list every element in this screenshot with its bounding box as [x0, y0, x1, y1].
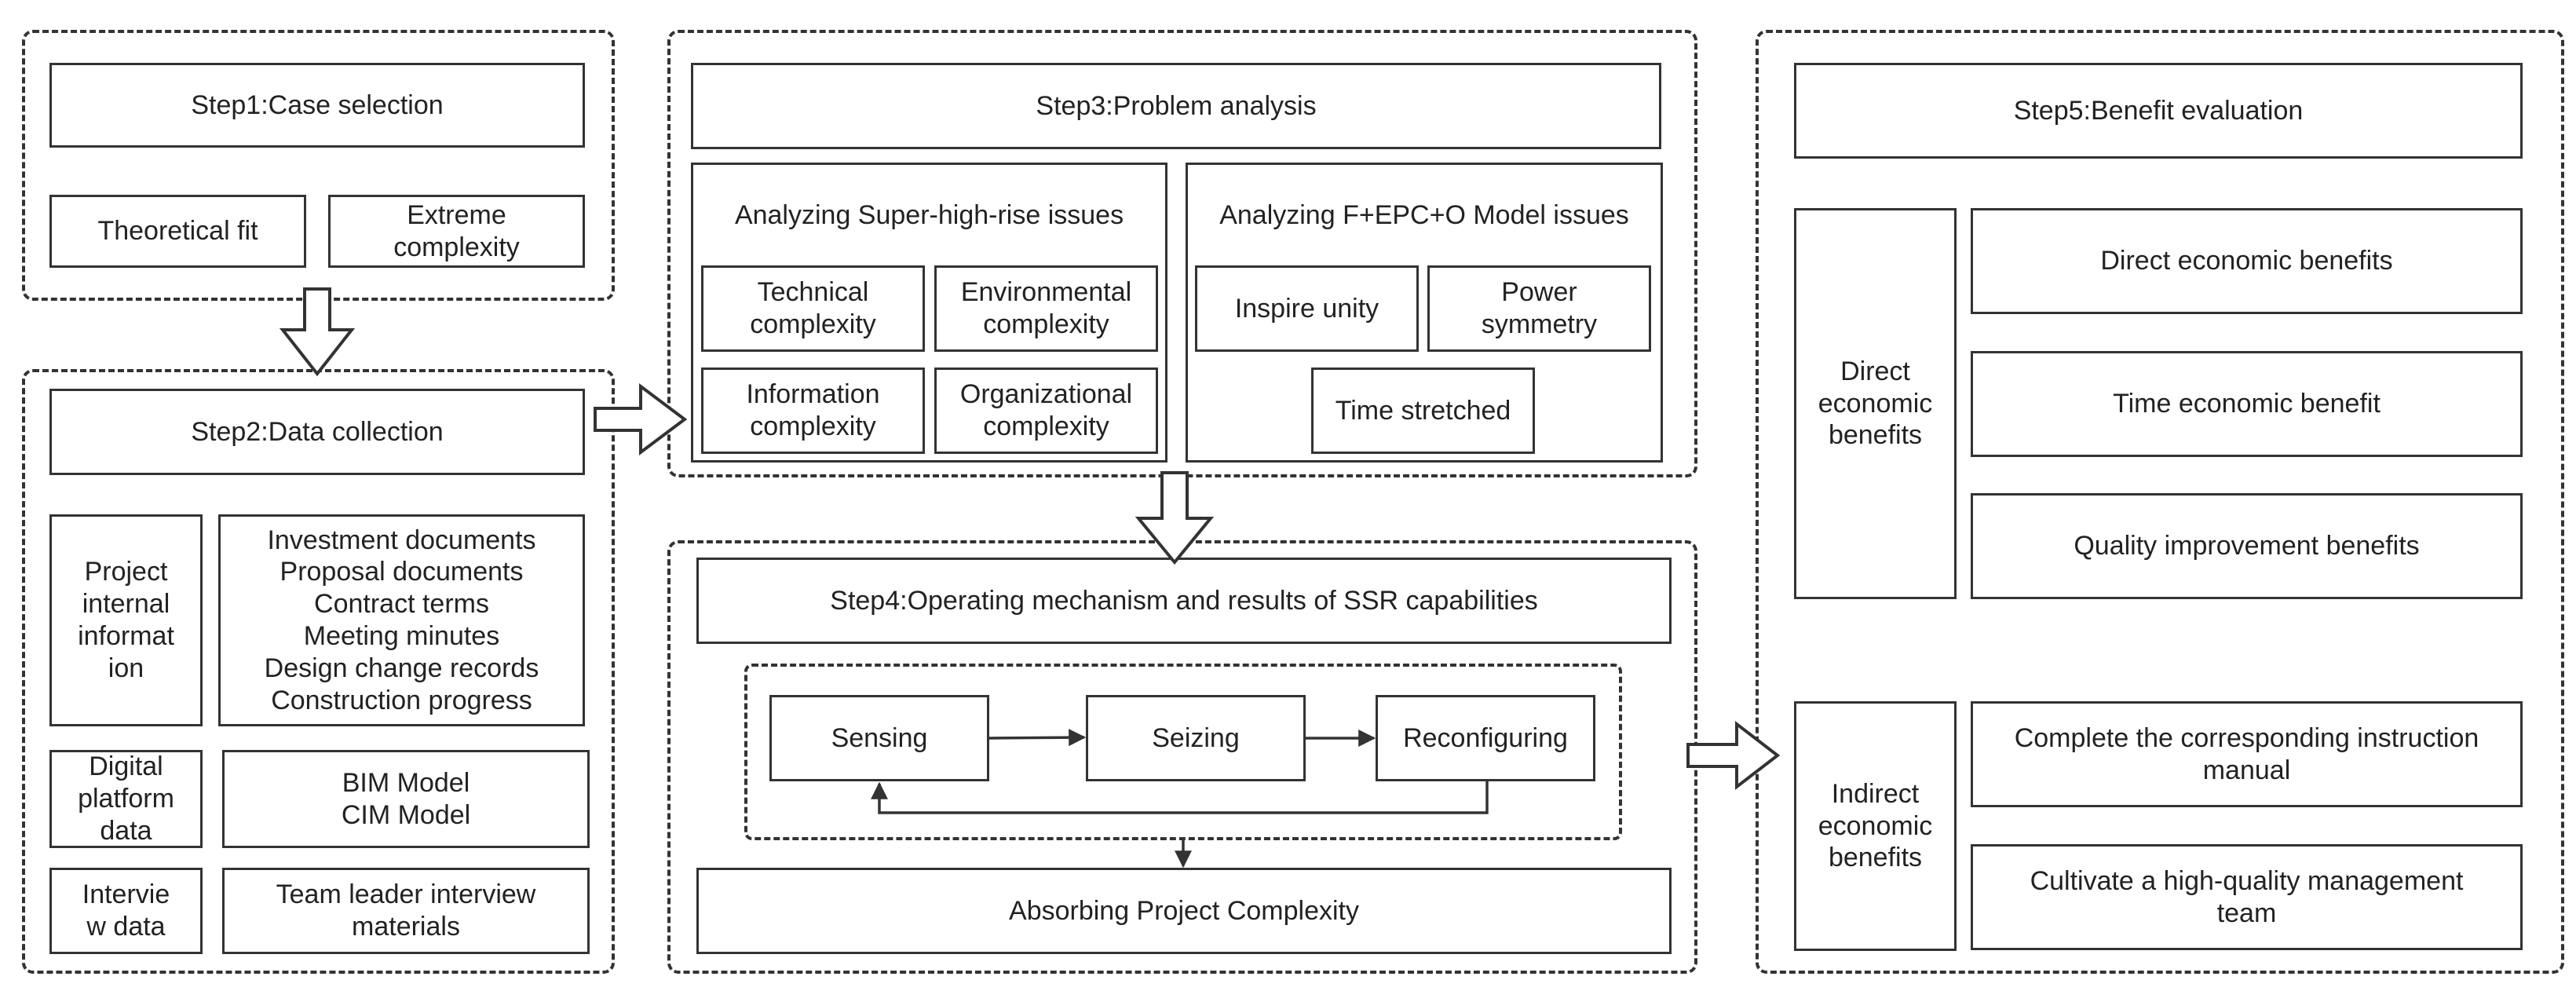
step3-power-symmetry: Power symmetry	[1427, 265, 1651, 352]
step5-instruction-manual: Complete the corresponding instruction m…	[1971, 701, 2523, 807]
step5-quality-improvement-benefits: Quality improvement benefits	[1971, 493, 2523, 599]
step2-digital-platform-content: BIM Model CIM Model	[222, 750, 590, 848]
step4-ssr-cycle-frame	[744, 664, 1622, 840]
step1-title-box: Step1:Case selection	[49, 63, 585, 148]
step4-absorbing-project-complexity: Absorbing Project Complexity	[696, 868, 1672, 954]
step2-project-internal-label: Project internal informat ion	[49, 514, 203, 726]
step4-title-box: Step4:Operating mechanism and results of…	[696, 558, 1672, 644]
step2-title-box: Step2:Data collection	[49, 389, 585, 475]
step3-information-complexity: Information complexity	[701, 368, 925, 454]
step2-interview-label: Intervie w data	[49, 868, 203, 954]
step4-reconfiguring: Reconfiguring	[1376, 695, 1595, 781]
step5-direct-economic-benefits: Direct economic benefits	[1971, 208, 2523, 314]
step3-time-stretched: Time stretched	[1311, 368, 1535, 454]
step3-right-title: Analyzing F+EPC+O Model issues	[1219, 200, 1629, 230]
step2-digital-platform-label: Digital platform data	[49, 750, 203, 848]
step2-project-internal-content: Investment documents Proposal documents …	[218, 514, 585, 726]
step5-direct-label: Direct economic benefits	[1794, 208, 1957, 599]
step1-theoretical-fit: Theoretical fit	[49, 195, 306, 268]
step5-time-economic-benefit: Time economic benefit	[1971, 351, 2523, 457]
step3-organizational-complexity: Organizational complexity	[934, 368, 1158, 454]
step3-inspire-unity: Inspire unity	[1195, 265, 1419, 352]
arrow-step1-to-step2	[279, 287, 356, 377]
step5-indirect-label: Indirect economic benefits	[1794, 701, 1957, 951]
step5-group	[1756, 30, 2564, 974]
step3-technical-complexity: Technical complexity	[701, 265, 925, 352]
step4-sensing: Sensing	[769, 695, 989, 781]
step2-interview-content: Team leader interview materials	[222, 868, 590, 954]
step3-environmental-complexity: Environmental complexity	[934, 265, 1158, 352]
step1-extreme-complexity: Extreme complexity	[328, 195, 585, 268]
step4-seizing: Seizing	[1086, 695, 1306, 781]
step3-title-box: Step3:Problem analysis	[691, 63, 1661, 149]
step3-left-title: Analyzing Super-high-rise issues	[734, 200, 1124, 230]
step5-title-box: Step5:Benefit evaluation	[1794, 63, 2523, 159]
step5-management-team: Cultivate a high-quality management team	[1971, 844, 2523, 950]
